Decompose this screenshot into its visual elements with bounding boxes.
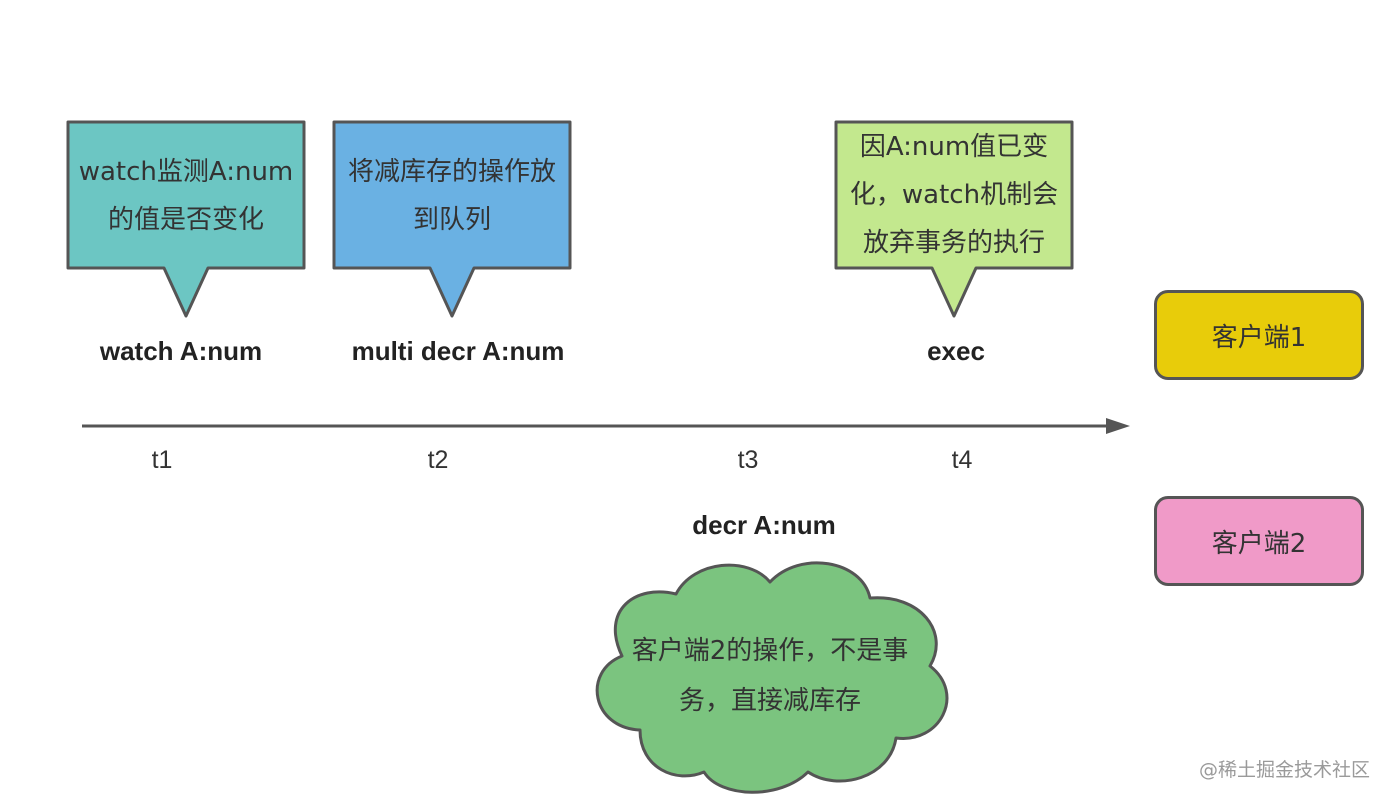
multi-note: 将减库存的操作放到队列 — [347, 157, 556, 235]
watch-note: watch监测A:num的值是否变化 — [78, 157, 294, 235]
tick-label-t1: t1 — [151, 446, 173, 474]
watch-callout-shape — [66, 120, 306, 318]
tick-label-t3: t3 — [737, 446, 759, 474]
cloud-shape — [595, 561, 949, 794]
client1-label: 客户端1 — [1211, 322, 1307, 353]
client2-label: 客户端2 — [1211, 528, 1307, 559]
exec-command: exec — [927, 336, 985, 366]
tick-label-t4: t4 — [951, 446, 973, 474]
multi-command: multi decr A:num — [351, 336, 565, 366]
client2-box: 客户端2 — [1154, 496, 1364, 586]
cloud-text: 客户端2的操作，不是事务，直接减库存 — [610, 624, 930, 728]
tick-label-t2: t2 — [427, 446, 449, 474]
watermark: @稀土掘金技术社区 — [1198, 759, 1370, 781]
cloud-note: 客户端2的操作，不是事务，直接减库存 — [631, 636, 909, 716]
exec-callout-text: 因A:num值已变化，watch机制会放弃事务的执行 — [840, 124, 1068, 266]
decr-command: decr A:num — [692, 510, 836, 540]
watch-callout-text: watch监测A:num的值是否变化 — [72, 130, 300, 262]
watch-command: watch A:num — [99, 336, 263, 366]
exec-note: 因A:num值已变化，watch机制会放弃事务的执行 — [849, 132, 1059, 258]
exec-callout-shape — [834, 120, 1074, 318]
multi-callout-shape — [332, 120, 572, 318]
timeline-arrowhead — [1106, 418, 1130, 434]
client1-box: 客户端1 — [1154, 290, 1364, 380]
multi-callout-text: 将减库存的操作放到队列 — [338, 130, 566, 262]
